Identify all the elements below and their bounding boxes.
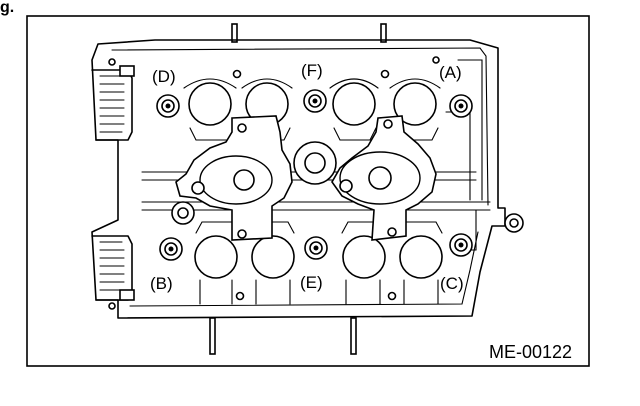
top-studs — [231, 23, 387, 43]
side-lug — [504, 213, 524, 233]
bolt-f — [303, 89, 327, 113]
bolt-e — [304, 236, 328, 260]
bottom-valve-ports — [194, 221, 443, 305]
top-valve-ports — [183, 78, 441, 141]
label-d: (D) — [152, 67, 176, 86]
small-holes — [108, 56, 440, 310]
bolt-d — [156, 94, 180, 118]
left-chamber-plate — [175, 115, 293, 241]
corner-text-fragment: g. — [0, 0, 14, 16]
bolt-a — [449, 94, 473, 118]
label-f: (F) — [301, 61, 323, 80]
bottom-studs — [209, 317, 357, 355]
label-b: (B) — [150, 274, 173, 293]
label-a: (A) — [439, 63, 462, 82]
label-c: (C) — [440, 274, 464, 293]
bolt-b — [159, 237, 183, 261]
figure-code: ME-00122 — [489, 342, 572, 362]
inner-outline-bottom — [129, 231, 479, 307]
center-boss — [293, 141, 337, 185]
right-chamber-plate — [331, 115, 437, 241]
label-e: (E) — [300, 273, 323, 292]
bolt-c — [449, 233, 473, 257]
inner-outline-top — [111, 47, 489, 206]
figure-frame — [26, 15, 590, 367]
left-journals — [91, 65, 135, 301]
left-boss — [171, 201, 195, 225]
